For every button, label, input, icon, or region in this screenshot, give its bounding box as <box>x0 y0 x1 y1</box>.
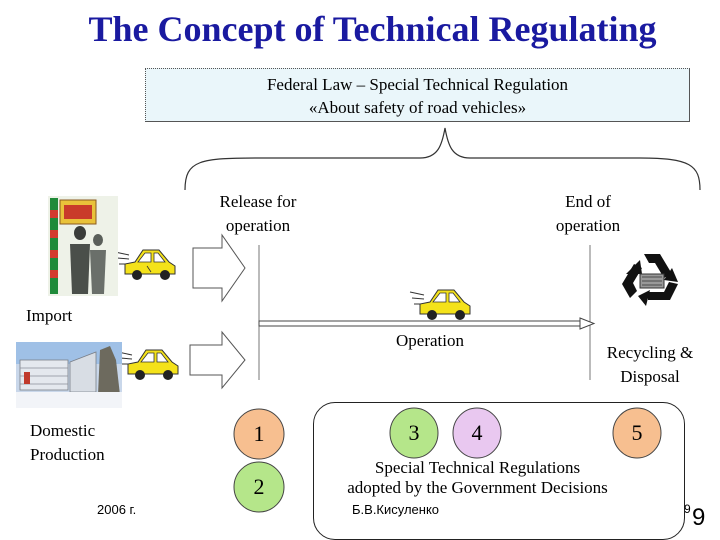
release-label-line2: operation <box>225 216 291 235</box>
domestic-label-line2: Production <box>30 445 105 464</box>
car-import-icon <box>114 249 176 280</box>
customs-border-picture <box>48 196 118 296</box>
release-label-line1: Release for <box>219 192 297 211</box>
regulations-line1: Special Technical Regulations <box>374 458 581 477</box>
import-label: Import <box>26 306 73 325</box>
regulations-line2: adopted by the Government Decisions <box>347 478 608 497</box>
domestic-block-arrow <box>189 330 246 390</box>
federal-law-box: Federal Law – Special Technical Regulati… <box>145 68 690 122</box>
circle-3 <box>389 407 439 459</box>
footer-author: Б.В.Кисуленко <box>352 502 440 517</box>
curly-brace <box>184 127 701 191</box>
federal-law-line2: «About safety of road vehicles» <box>308 98 527 117</box>
operation-label: Operation <box>396 331 464 350</box>
end-label-line1: End of <box>565 192 611 211</box>
number-4: 4 <box>471 420 483 445</box>
federal-law-line1: Federal Law – Special Technical Regulati… <box>266 75 569 94</box>
recycling-label-line1: Recycling & <box>606 343 694 362</box>
page-title: The Concept of Technical Regulating <box>88 9 657 49</box>
page-number: 9 <box>692 504 706 531</box>
end-label: End of operation <box>528 190 648 238</box>
factory-winter-picture <box>16 342 122 408</box>
page-number-small: 9 <box>684 502 691 516</box>
number-circles <box>233 407 662 513</box>
number-1: 1 <box>253 421 265 446</box>
release-label: Release for operation <box>198 190 318 238</box>
end-label-line2: operation <box>555 216 621 235</box>
recycling-label-line2: Disposal <box>620 367 680 386</box>
number-2: 2 <box>253 474 265 499</box>
regulations-text: Special Technical Regulations adopted by… <box>315 458 640 498</box>
circle-1 <box>233 408 285 460</box>
number-3: 3 <box>408 420 420 445</box>
footer-year: 2006 г. <box>97 502 137 517</box>
car-operation-icon <box>409 289 471 320</box>
number-5: 5 <box>631 420 643 445</box>
car-domestic-icon <box>117 349 179 380</box>
domestic-label: Domestic Production <box>20 419 130 467</box>
recycling-icon <box>622 254 678 306</box>
domestic-label-line1: Domestic <box>30 421 96 440</box>
recycling-label: Recycling & Disposal <box>585 341 715 389</box>
operation-arrow <box>258 317 596 330</box>
circle-5 <box>612 407 662 459</box>
circle-4 <box>452 407 502 459</box>
circle-2 <box>233 461 285 513</box>
import-block-arrow <box>192 233 246 303</box>
